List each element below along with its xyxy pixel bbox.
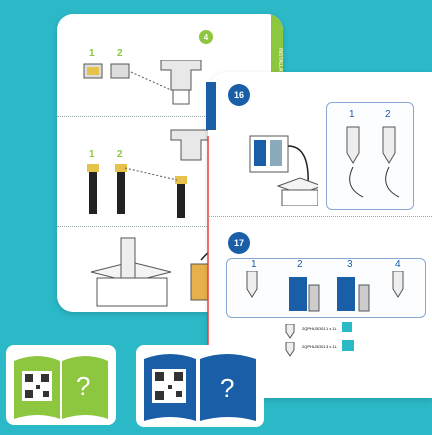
bottle-pack-icon [342, 340, 354, 351]
section-divider [57, 226, 283, 227]
step-number: 2 [117, 149, 123, 160]
step-number: 1 [89, 149, 95, 160]
detail-card: 1 2 [326, 102, 414, 210]
legend-qty: 1 x 1L [326, 326, 337, 331]
step-number: 1 [251, 259, 257, 270]
question-mark: ? [220, 373, 235, 403]
book-icon [136, 345, 264, 427]
step-number: 2 [297, 259, 303, 270]
step-number: 2 [385, 109, 391, 120]
step-badge: 17 [228, 232, 250, 254]
bottle-icon [342, 322, 352, 332]
connector-detail-diagram [346, 126, 400, 198]
step-number: 1 [349, 109, 355, 120]
step-badge: 4 [199, 30, 213, 44]
filter-icon [285, 342, 295, 357]
legend-code: 2QPHU3O01 [302, 344, 326, 349]
step-number: 3 [347, 259, 353, 270]
green-guide-book-icon[interactable]: ? [6, 345, 116, 425]
steps-card: 1 2 3 4 [226, 258, 426, 318]
blue-guide-book-icon[interactable]: ? [136, 345, 264, 427]
fold-line [207, 136, 209, 386]
unboxing-diagram [90, 237, 244, 307]
page-tab [206, 82, 216, 130]
filter-icon [285, 324, 295, 339]
legend-qty: 3 x 1L [326, 344, 337, 349]
purifier-unit-diagram [249, 135, 318, 206]
step-number: 2 [117, 48, 123, 59]
filter-change-diagram [246, 271, 404, 312]
faucet-adapter-diagram [83, 60, 202, 105]
manual-page-right: 16 1 2 17 1 2 3 4 2QPHU3O [206, 72, 432, 398]
section-divider [57, 116, 283, 117]
section-divider [208, 216, 432, 217]
book-icon [6, 345, 116, 425]
step-badge: 16 [228, 84, 250, 106]
step-number: 4 [395, 259, 401, 270]
step-number: 1 [89, 48, 95, 59]
question-mark: ? [76, 371, 91, 401]
legend-code: 2QPHU3O01 [302, 326, 326, 331]
